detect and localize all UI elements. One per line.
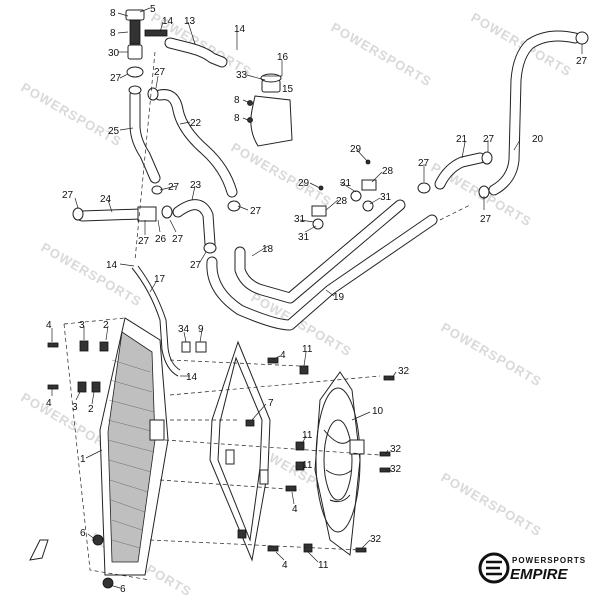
callout: 4	[292, 504, 298, 515]
callout: 8	[234, 95, 240, 106]
callout: 11	[318, 560, 329, 571]
callout: 32	[370, 534, 382, 545]
callout: 26	[155, 234, 167, 245]
callout: 11	[302, 344, 313, 355]
callout: 4	[282, 560, 288, 571]
callout: 14	[186, 372, 198, 383]
callout: 13	[184, 16, 196, 27]
fasteners	[29, 340, 395, 561]
callout: 31	[380, 192, 392, 203]
callout: 11	[302, 430, 313, 441]
watermark-text: POWERSPORTS	[329, 20, 435, 90]
callout: 15	[282, 84, 294, 95]
callout: 27	[250, 206, 262, 217]
callout: 27	[172, 234, 184, 245]
filler-neck	[125, 9, 168, 95]
mount-bracket	[29, 539, 49, 561]
callout: 2	[88, 404, 94, 415]
callout: 34	[178, 324, 190, 335]
callout: 25	[108, 126, 120, 137]
callout: 14	[234, 24, 246, 35]
empire-logo-icon	[478, 552, 510, 584]
radiator	[92, 317, 169, 589]
callout: 27	[154, 67, 166, 78]
callout-labels: 8 5 14 13 8 30 14 27 27 16 33 15 8 8 25 …	[46, 4, 588, 595]
callout: 14	[162, 16, 174, 27]
callout: 6	[120, 584, 126, 595]
callout: 3	[72, 402, 78, 413]
dashed-guides	[63, 51, 471, 581]
callout: 32	[390, 464, 402, 475]
callout: 28	[382, 166, 394, 177]
callout: 29	[298, 178, 310, 189]
callout: 17	[154, 274, 166, 285]
callout: 8	[110, 28, 116, 39]
reservoir-tank	[247, 73, 293, 147]
callout: 14	[106, 260, 118, 271]
brand-line2: EMPIRE	[510, 566, 569, 583]
callout: 33	[236, 70, 248, 81]
callout: 28	[336, 196, 348, 207]
callout: 27	[138, 236, 150, 247]
brand-logo: POWERSPORTS EMPIRE	[478, 552, 586, 584]
callout: 18	[262, 244, 274, 255]
watermark-text: POWERSPORTS	[439, 470, 545, 540]
callout: 1	[80, 454, 86, 465]
callout: 23	[190, 180, 202, 191]
callout: 9	[198, 324, 204, 335]
callout: 31	[294, 214, 306, 225]
callout: 27	[62, 190, 74, 201]
callout: 4	[46, 398, 52, 409]
callout: 27	[480, 214, 492, 225]
callout: 21	[456, 134, 468, 145]
watermark-text: POWERSPORTS	[39, 240, 145, 310]
callout: 16	[277, 52, 289, 63]
callout: 4	[46, 320, 52, 331]
callout: 24	[100, 194, 112, 205]
callout: 27	[190, 260, 202, 271]
pipe-clips	[311, 159, 377, 230]
callout: 27	[110, 73, 122, 84]
callout: 19	[333, 292, 345, 303]
cooling-fan	[314, 371, 365, 556]
callout: 7	[268, 398, 274, 409]
callout: 4	[280, 350, 286, 361]
callout: 3	[79, 320, 85, 331]
callout: 10	[372, 406, 384, 417]
callout: 8	[234, 113, 240, 124]
callout: 6	[80, 528, 86, 539]
watermark-text: POWERSPORTS	[439, 320, 545, 390]
brand-line1: POWERSPORTS	[512, 556, 586, 565]
callout: 31	[298, 232, 310, 243]
callout: 5	[150, 4, 156, 15]
fan-shroud	[209, 340, 271, 562]
hose-17	[131, 267, 179, 377]
callout: 32	[398, 366, 410, 377]
callout: 22	[190, 118, 202, 129]
callout: 2	[103, 320, 109, 331]
callout: 11	[302, 460, 313, 471]
watermark-text: POWERSPORTS	[229, 140, 335, 210]
callout: 20	[532, 134, 544, 145]
callout: 27	[418, 158, 430, 169]
callout: 8	[110, 8, 116, 19]
callout: 32	[390, 444, 402, 455]
callout: 27	[576, 56, 588, 67]
callout: 29	[350, 144, 362, 155]
callout: 27	[483, 134, 495, 145]
hose-clamps	[72, 31, 589, 254]
callout: 27	[168, 182, 180, 193]
callout: 30	[108, 48, 120, 59]
hose-assembly	[76, 30, 581, 331]
callout: 31	[340, 178, 352, 189]
watermark-text: POWERSPORTS	[19, 80, 125, 150]
leaders	[51, 7, 583, 589]
